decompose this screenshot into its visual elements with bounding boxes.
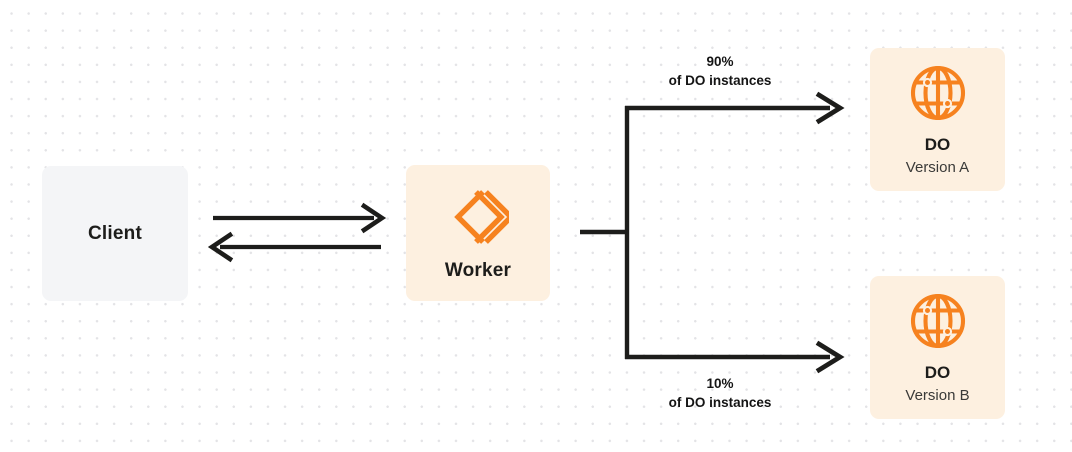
edge-label-do-b: 10% of DO instances [610, 374, 830, 412]
node-do-a-subtitle: Version A [905, 159, 970, 176]
node-do-version-a[interactable]: DO Version A [870, 48, 1005, 191]
arrow-worker-to-do-a [625, 91, 845, 125]
node-worker-label: Worker [444, 259, 512, 281]
node-do-a-title: DO [924, 135, 951, 154]
node-do-b-title: DO [924, 363, 951, 382]
node-worker[interactable]: Worker [406, 165, 550, 301]
fork-connector-worker-to-dos [580, 106, 630, 359]
cloudflare-workers-icon [454, 189, 509, 244]
node-do-b-subtitle: Version B [905, 387, 970, 404]
arrow-worker-to-do-b [625, 340, 845, 374]
arrow-client-to-worker [213, 202, 387, 234]
node-client-label: Client [88, 223, 142, 244]
node-do-version-b[interactable]: DO Version B [870, 276, 1005, 419]
durable-object-globe-icon [910, 293, 965, 349]
arrow-worker-to-client [207, 231, 381, 263]
edge-label-do-a: 90% of DO instances [610, 52, 830, 90]
durable-object-globe-icon [910, 65, 965, 121]
edge-label-do-b-detail: of DO instances [668, 395, 772, 411]
node-client[interactable]: Client [42, 166, 188, 301]
edge-label-do-b-percent: 10% [706, 376, 734, 391]
edge-label-do-a-percent: 90% [706, 54, 734, 69]
edge-label-do-a-detail: of DO instances [668, 73, 772, 89]
